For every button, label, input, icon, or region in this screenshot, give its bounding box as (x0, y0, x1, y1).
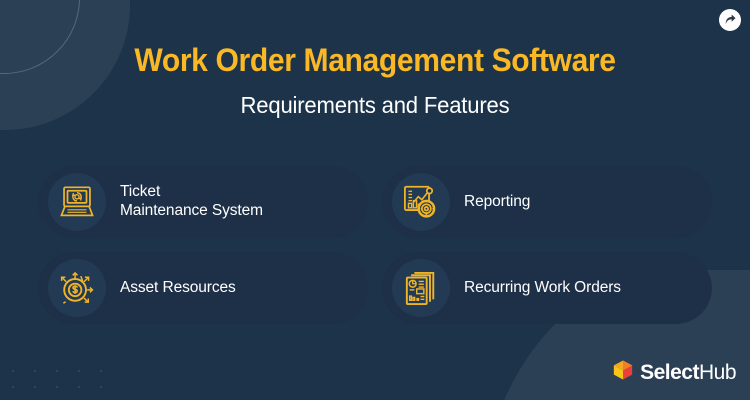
feature-card-label: Recurring Work Orders (464, 278, 621, 296)
decorative-dot-grid (2, 363, 112, 397)
brand-logo[interactable]: SelectHub (612, 359, 737, 386)
feature-card-reporting[interactable]: Reporting (382, 166, 712, 238)
feature-card-ticket-maintenance-system[interactable]: Ticket Maintenance System (38, 166, 368, 238)
share-arrow-icon (724, 13, 737, 27)
laptop-gear-icon (48, 173, 106, 231)
share-button[interactable] (719, 9, 741, 31)
page-subtitle: Requirements and Features (240, 92, 510, 118)
feature-card-label: Asset Resources (120, 278, 236, 296)
brand-name-light: Hub (698, 360, 737, 384)
documents-chart-icon (392, 259, 450, 317)
feature-card-label: Ticket Maintenance System (120, 183, 263, 219)
selecthub-cube-logo (612, 359, 634, 386)
decorative-blob-top-left (0, 0, 181, 166)
brand-name-bold: Select (640, 360, 699, 384)
dollar-coin-arrows-icon (48, 259, 106, 317)
chart-report-gear-icon (392, 173, 450, 231)
feature-card-label: Reporting (464, 192, 531, 210)
feature-card-recurring-work-orders[interactable]: Recurring Work Orders (382, 252, 712, 324)
brand-name: SelectHub (640, 361, 736, 385)
feature-card-asset-resources[interactable]: Asset Resources (38, 252, 368, 324)
page-title: Work Order Management Software (134, 42, 616, 78)
feature-card-grid: Ticket Maintenance System (38, 166, 712, 324)
